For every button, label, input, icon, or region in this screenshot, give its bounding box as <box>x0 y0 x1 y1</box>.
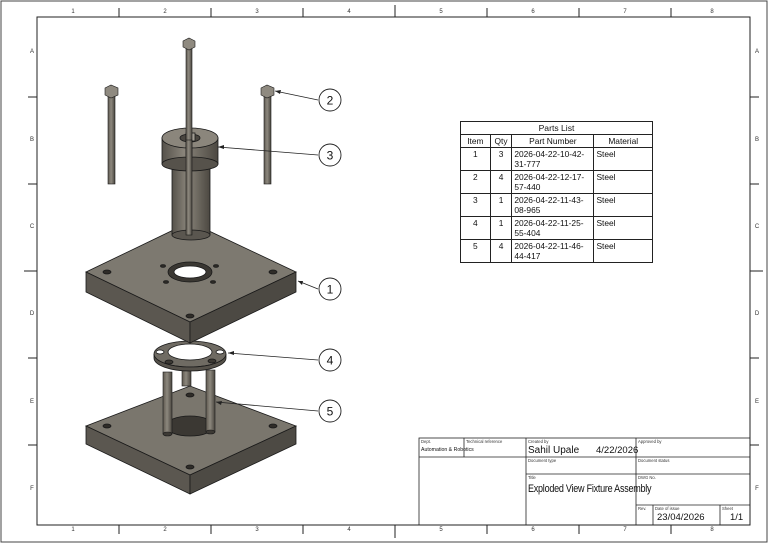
zone-col-label: 6 <box>531 527 535 533</box>
zone-col-label: 7 <box>623 9 627 15</box>
title-label: Title <box>528 475 536 480</box>
table-row: 2 4 2026-04-22-12-17-57-440 Steel <box>460 170 653 194</box>
dept-value: Automation & Robotics <box>421 447 474 453</box>
part-number-cell: 2026-04-22-11-46-44-417 <box>511 239 595 263</box>
material-cell: Steel <box>593 193 653 217</box>
zone-row-label: F <box>755 486 759 492</box>
zone-row-label: B <box>29 137 34 143</box>
zone-col-label: 4 <box>347 9 351 15</box>
zone-col-label: 5 <box>439 527 443 533</box>
zone-col-label: 8 <box>710 9 714 15</box>
sheet-value: 1/1 <box>730 512 744 523</box>
callout-balloons <box>318 88 342 423</box>
part-number-cell: 2026-04-22-11-25-55-404 <box>511 216 595 240</box>
zone-ticks <box>24 5 763 538</box>
date-of-issue-value: 23/04/2026 <box>657 512 705 523</box>
table-row: 4 1 2026-04-22-11-25-55-404 Steel <box>460 216 653 240</box>
zone-col-label: 1 <box>71 9 75 15</box>
part-number-cell: 2026-04-22-11-43-08-965 <box>511 193 595 217</box>
long-bolts <box>104 37 275 236</box>
material-cell: Steel <box>593 147 653 171</box>
parts-list-header-row: Item Qty Part Number Material <box>460 134 653 148</box>
sheet-label: Sheet <box>722 506 733 511</box>
zone-row-label: D <box>754 311 760 317</box>
middle-plate <box>85 221 297 344</box>
zone-col-label: 7 <box>623 527 627 533</box>
item-cell: 3 <box>460 193 491 217</box>
callout-number: 4 <box>327 354 334 368</box>
qty-cell: 3 <box>489 147 513 171</box>
title-block-grid <box>418 437 751 526</box>
item-cell: 5 <box>460 239 491 263</box>
part-number-cell: 2026-04-22-12-17-57-440 <box>511 170 595 194</box>
qty-cell: 1 <box>489 216 513 240</box>
column-header: Material <box>593 134 653 148</box>
zone-row-label: A <box>29 49 34 55</box>
column-header: Qty <box>489 134 513 148</box>
parts-list-title-row: Parts List <box>460 121 653 135</box>
dept-label: Dept. <box>421 439 432 444</box>
rev-label: Rev. <box>638 506 647 511</box>
item-cell: 1 <box>460 147 491 171</box>
dwg-no-label: DWG No. <box>638 475 656 480</box>
zone-row-label: C <box>29 224 35 230</box>
zone-col-label: 8 <box>710 527 714 533</box>
material-cell: Steel <box>593 170 653 194</box>
created-date-value: 4/22/2026 <box>596 445 639 456</box>
tech-ref-label: Technical reference <box>466 439 503 444</box>
drawing-title: Exploded View Fixture Assembly <box>528 483 652 495</box>
callout-number: 2 <box>327 94 334 108</box>
zone-col-label: 4 <box>347 527 351 533</box>
table-row: 3 1 2026-04-22-11-43-08-965 Steel <box>460 193 653 217</box>
created-by-value: Sahil Upale <box>528 445 580 456</box>
zone-col-label: 3 <box>255 9 259 15</box>
column-header: Item <box>460 134 491 148</box>
ring-washer <box>153 340 227 372</box>
callout-leaders <box>215 90 319 412</box>
qty-cell: 4 <box>489 239 513 263</box>
material-cell: Steel <box>593 216 653 240</box>
zone-row-label: B <box>754 137 759 143</box>
parts-list-title: Parts List <box>460 121 653 135</box>
zone-row-label: F <box>30 486 34 492</box>
zone-col-label: 1 <box>71 527 75 533</box>
zone-col-label: 3 <box>255 527 259 533</box>
zone-row-label: E <box>29 399 34 405</box>
table-row: 5 4 2026-04-22-11-46-44-417 Steel <box>460 239 653 263</box>
material-cell: Steel <box>593 239 653 263</box>
parts-list-table: Parts List Item Qty Part Number Material… <box>460 121 653 263</box>
zone-col-label: 2 <box>163 527 167 533</box>
zone-col-label: 5 <box>439 9 443 15</box>
qty-cell: 4 <box>489 170 513 194</box>
item-cell: 4 <box>460 216 491 240</box>
document-type-label: Document type <box>528 458 557 463</box>
standoff-posts <box>162 363 216 437</box>
qty-cell: 1 <box>489 193 513 217</box>
zone-row-label: E <box>754 399 759 405</box>
callout-number: 1 <box>327 283 334 297</box>
date-of-issue-label: Date of issue <box>655 506 680 511</box>
callout-number: 5 <box>327 405 334 419</box>
zone-row-label: D <box>29 311 35 317</box>
base-plate <box>84 385 298 495</box>
part-number-cell: 2026-04-22-10-42-31-777 <box>511 147 595 171</box>
created-by-label: Created by <box>528 439 549 444</box>
zone-col-label: 2 <box>163 9 167 15</box>
callout-arrowheads <box>216 90 303 405</box>
zone-row-label: A <box>754 49 759 55</box>
document-status-label: Document status <box>638 458 670 463</box>
zone-col-label: 6 <box>531 9 535 15</box>
table-row: 1 3 2026-04-22-10-42-31-777 Steel <box>460 147 653 171</box>
approved-by-label: Approved by <box>638 439 662 444</box>
zone-row-label: C <box>754 224 760 230</box>
item-cell: 2 <box>460 170 491 194</box>
callout-number: 3 <box>327 149 334 163</box>
column-header: Part Number <box>511 134 595 148</box>
